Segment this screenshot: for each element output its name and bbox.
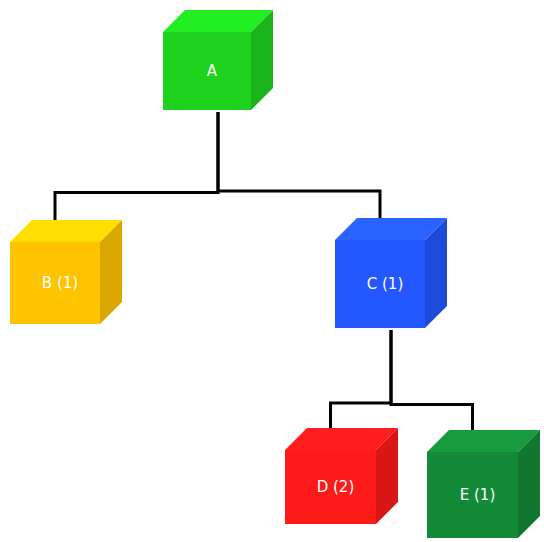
node-label: B (1)	[42, 274, 78, 292]
cube-side	[425, 218, 447, 328]
cube-box: B (1)	[10, 220, 122, 324]
cube-side	[518, 430, 540, 538]
cube-shape	[10, 220, 122, 324]
cube-front	[10, 242, 100, 324]
cube-box: D (2)	[285, 428, 398, 524]
cube-shape	[427, 430, 540, 538]
cube-shape	[335, 218, 447, 328]
cube-shape	[163, 10, 273, 110]
node-label: D (2)	[317, 478, 355, 496]
cube-front	[427, 452, 518, 538]
node-label: E (1)	[460, 486, 496, 504]
cube-box: C (1)	[335, 218, 447, 328]
cube-shape	[285, 428, 398, 524]
cube-front	[163, 32, 251, 110]
cube-box: E (1)	[427, 430, 540, 538]
node-label: A	[207, 62, 217, 80]
node-label: C (1)	[367, 275, 404, 293]
cube-front	[335, 240, 425, 328]
cube-front	[285, 450, 376, 524]
cube-side	[251, 10, 273, 110]
cube-side	[100, 220, 122, 324]
cube-side	[376, 428, 398, 524]
cube-box: A	[163, 10, 273, 110]
